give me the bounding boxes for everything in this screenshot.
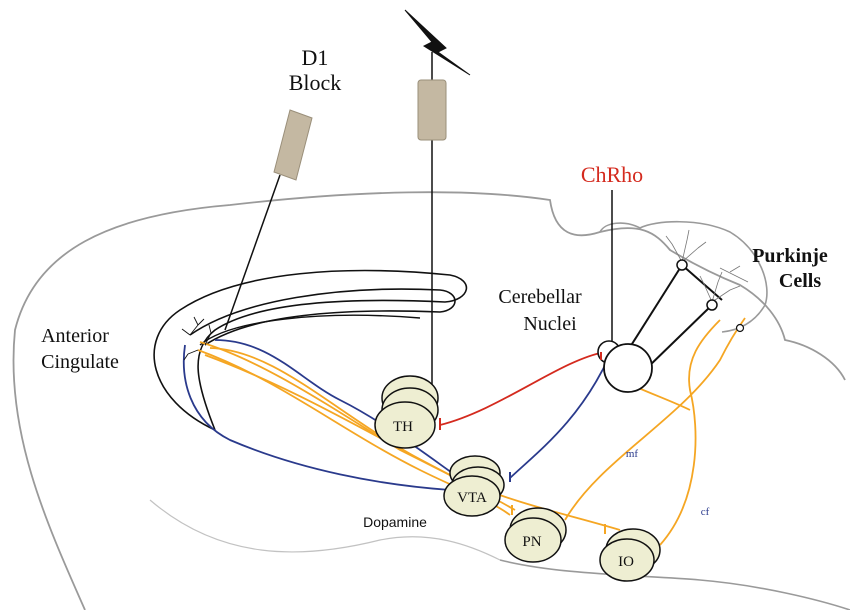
synapse-terminals xyxy=(439,352,606,534)
purkinje-label-line1: Purkinje xyxy=(752,245,828,267)
mf-label: mf xyxy=(626,448,639,460)
cerebellum-outline xyxy=(599,220,768,333)
d1-block-label-line2: Block xyxy=(289,70,342,95)
ventral-outline xyxy=(149,499,501,561)
cf-label: cf xyxy=(701,506,710,518)
orange-path-cf xyxy=(659,319,721,546)
chrho-label: ChRho xyxy=(581,162,643,187)
anterior-cingulate-label-line1: Anterior xyxy=(41,325,109,347)
blue-path-vta-ac-bottom xyxy=(182,344,451,491)
th-nucleus xyxy=(374,375,439,449)
red-pathway-cn-th xyxy=(439,351,606,426)
corpus-callosum xyxy=(189,288,456,346)
io-label: IO xyxy=(618,554,634,570)
purkinje-connections xyxy=(624,264,723,371)
brain-outline xyxy=(12,191,846,610)
d1-electrode-line xyxy=(224,174,281,331)
vta-label: VTA xyxy=(457,490,487,506)
d1-block-label-line1: D1 xyxy=(302,45,329,70)
purkinje-cell-upper xyxy=(676,259,688,271)
pn-label: PN xyxy=(522,534,541,550)
purkinje-dendrites xyxy=(665,229,749,303)
dopamine-label: Dopamine xyxy=(363,514,427,530)
cingulate-neurons xyxy=(181,316,218,361)
purkinje-label-line2: Cells xyxy=(779,270,821,292)
cerebellar-label-line2: Nuclei xyxy=(523,313,577,335)
orange-path-mf xyxy=(564,317,746,521)
stimulation-electrode xyxy=(417,79,447,141)
cerebellar-label-line1: Cerebellar xyxy=(498,286,582,308)
d1-block-electrode xyxy=(273,109,313,181)
orange-path-ac-io xyxy=(204,354,621,531)
purkinje-cell-small xyxy=(735,323,745,333)
blue-path-vta-ac-top xyxy=(214,339,456,476)
lightning-bolt-icon xyxy=(404,9,471,76)
brainstem-outline xyxy=(499,559,850,610)
blue-pathways xyxy=(182,339,611,491)
vta-nucleus xyxy=(443,455,505,517)
th-label: TH xyxy=(393,419,413,435)
pn-nucleus xyxy=(504,507,567,563)
io-nucleus xyxy=(599,528,661,582)
blue-path-vta-cn xyxy=(509,354,611,479)
anterior-cingulate-label-line2: Cingulate xyxy=(41,351,119,373)
cerebellar-nucleus-large xyxy=(603,343,653,393)
purkinje-cell-lower xyxy=(706,299,718,311)
cortex-inner xyxy=(199,314,421,346)
orange-path-ac-vta xyxy=(209,347,441,471)
